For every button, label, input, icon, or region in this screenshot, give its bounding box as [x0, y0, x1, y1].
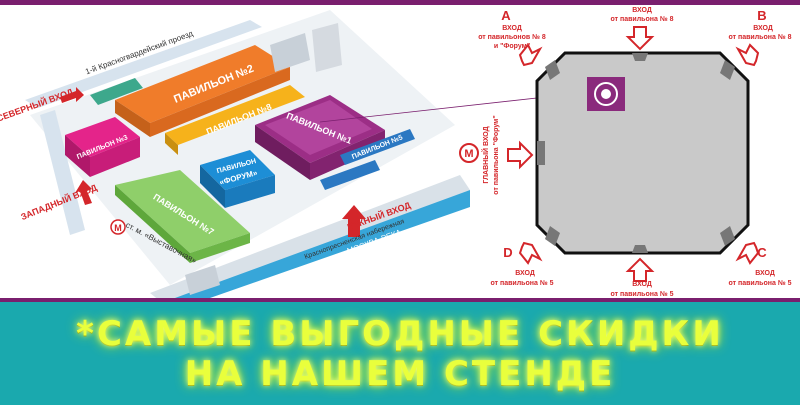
- promo-line-1: *САМЫЕ ВЫГОДНЫЕ СКИДКИ: [76, 313, 724, 354]
- map-area: ПАВИЛЬОН №2 ПАВИЛЬОН №8 ПАВИЛЬОН №3 ПАВИ…: [0, 5, 800, 298]
- hall-plan: A ВХОД от павильонов № 8 и "Форум" ВХОД …: [478, 7, 791, 298]
- arrow-b: [735, 43, 760, 67]
- forum-side: [200, 165, 225, 208]
- entrance-c-letter: C: [757, 245, 767, 260]
- entrance-a-line1: ВХОД: [502, 25, 522, 32]
- west-entrance-arrow: [75, 180, 92, 205]
- pavilion-3-side: [65, 135, 90, 177]
- entrance-b-line2: от павильона № 8: [729, 33, 792, 41]
- entrance-a-line2: от павильонов № 8: [478, 33, 546, 41]
- pavilion-7-front: [190, 233, 250, 263]
- arrow-main: [507, 140, 534, 170]
- entrance-d-letter: D: [503, 245, 512, 260]
- top-border: [0, 0, 800, 5]
- entrance-c-line2: от павильона № 5: [729, 279, 792, 287]
- forum-front: [225, 175, 275, 208]
- main-entrance-line1: ГЛАВНЫЙ ВХОД: [481, 126, 490, 183]
- arrow-bottom: [625, 257, 655, 282]
- entrance-arrows: [507, 26, 760, 282]
- door-d: [545, 226, 560, 246]
- entrance-d-line2: от павильона № 5: [491, 279, 554, 287]
- entrance-top-line2: от павильона № 8: [611, 15, 674, 23]
- door-main: [537, 141, 545, 165]
- promo-line-2: НА НАШЕМ СТЕНДЕ: [184, 353, 616, 394]
- pavilion-1-roof-inner: [265, 100, 372, 155]
- pavilion-3-roof: [65, 117, 140, 157]
- pavilion-7-side: [115, 185, 190, 263]
- pavilion-2-side: [115, 100, 150, 137]
- entrance-a-line3: и "Форум": [494, 43, 530, 50]
- road-north: [25, 20, 262, 108]
- door-c: [720, 226, 735, 246]
- river: [175, 190, 470, 298]
- forum-roof: [200, 150, 275, 190]
- entrance-bottom-line2: от павильона № 5: [611, 290, 674, 298]
- pavilion-2-front: [150, 67, 290, 137]
- site-plan: ПАВИЛЬОН №2 ПАВИЛЬОН №8 ПАВИЛЬОН №3 ПАВИ…: [0, 10, 583, 298]
- hall-floor: [535, 51, 750, 255]
- hall-doors: [537, 53, 735, 253]
- pavilion-5-roof: [340, 129, 415, 165]
- door-b: [720, 60, 735, 80]
- north-entrance-arrow: [60, 87, 84, 103]
- stand-logo-icon-core: [601, 89, 611, 99]
- embankment-road: [150, 175, 470, 298]
- entrance-c-line1: ВХОД: [755, 270, 775, 277]
- entrance-b-letter: B: [757, 8, 766, 23]
- road-west: [40, 110, 85, 235]
- door-bottom: [632, 245, 648, 253]
- pavilion-1-side: [255, 125, 310, 180]
- arrow-d: [518, 241, 543, 265]
- door-top: [632, 53, 648, 61]
- entrance-bottom-line1: ВХОД: [632, 281, 652, 288]
- tower-building: [312, 23, 342, 72]
- pavilion-5-annex: [320, 160, 380, 190]
- arrow-c: [735, 241, 760, 265]
- pavilion-8-roof: [165, 85, 305, 145]
- divider-bar: [0, 298, 800, 302]
- metro-icon-right-letter: M: [464, 148, 473, 160]
- main-entrance-line2: от павильона "Форум": [493, 115, 500, 194]
- entrance-a-letter: A: [501, 8, 511, 23]
- arrow-top: [625, 26, 655, 51]
- grey-building: [270, 33, 310, 72]
- pavilion-7-roof: [115, 170, 250, 253]
- map-svg: ПАВИЛЬОН №2 ПАВИЛЬОН №8 ПАВИЛЬОН №3 ПАВИ…: [0, 7, 792, 298]
- door-a: [545, 60, 560, 80]
- pavilion-3-front: [90, 137, 140, 177]
- entrance-d-line1: ВХОД: [515, 270, 535, 277]
- pavilion-8-side: [165, 133, 178, 155]
- promo-banner: *САМЫЕ ВЫГОДНЫЕ СКИДКИ НА НАШЕМ СТЕНДЕ: [0, 302, 800, 405]
- entrance-top-line1: ВХОД: [632, 7, 652, 14]
- small-building-north: [90, 78, 143, 105]
- metro-icon: [110, 219, 126, 235]
- metro-icon-letter: M: [114, 223, 122, 233]
- south-entrance-arrow: [342, 205, 366, 237]
- arrow-a: [518, 43, 543, 67]
- expo-ground: [30, 10, 455, 285]
- stand-logo-icon: [594, 82, 618, 106]
- grey-building-south: [185, 265, 220, 295]
- entrance-b-line1: ВХОД: [753, 25, 773, 32]
- pavilion-2-roof: [115, 45, 290, 123]
- metro-icon-right: [459, 143, 479, 163]
